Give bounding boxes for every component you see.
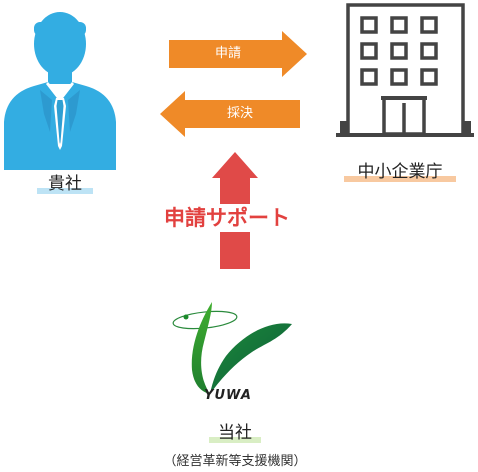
- businessman-icon: [4, 12, 116, 170]
- us-sub-label: （経営革新等支援機関）: [163, 454, 307, 469]
- apply-arrow: [169, 31, 307, 77]
- approve-arrow: [160, 91, 300, 137]
- apply-arrow-label: 申請: [214, 46, 241, 61]
- us-label: 当社: [209, 422, 261, 444]
- office-building-icon: [336, 3, 474, 137]
- support-arrow-label: 申請サポート: [162, 204, 292, 232]
- agency-label: 中小企業庁: [344, 161, 456, 183]
- client-label: 貴社: [37, 173, 93, 195]
- yuwa-logo: YUWA: [172, 302, 292, 403]
- logo-text: YUWA: [204, 388, 252, 403]
- approve-arrow-label: 採決: [226, 106, 253, 121]
